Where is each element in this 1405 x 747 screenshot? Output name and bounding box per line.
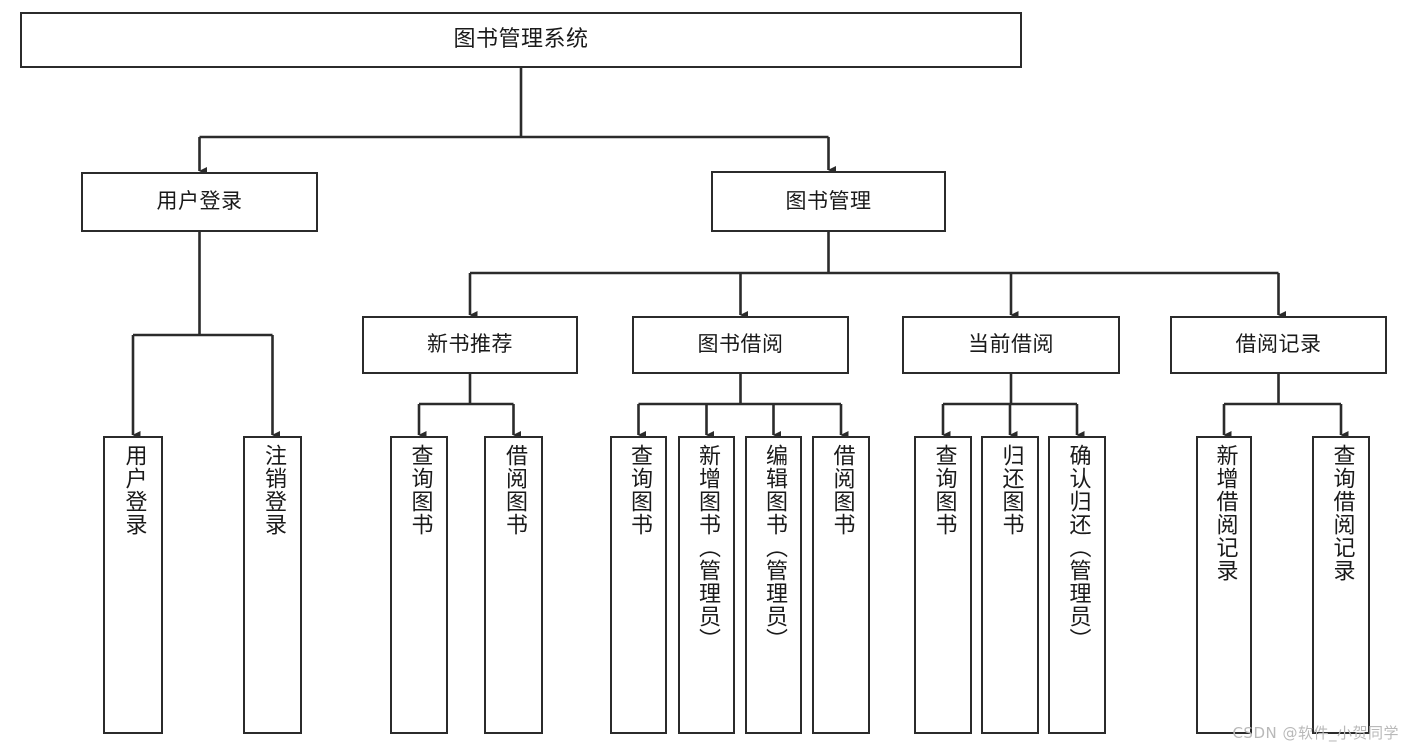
node-label: 编辑图书（管理员）: [761, 444, 787, 651]
leaf-borrow-add-book-admin[interactable]: 新增图书（管理员）: [678, 436, 735, 734]
leaf-borrow-query-book[interactable]: 查询图书: [610, 436, 667, 734]
node-label: 借阅图书: [829, 444, 855, 536]
node-label: 注销登录: [260, 444, 286, 536]
node-label: 用户登录: [121, 444, 147, 536]
node-label: 借阅记录: [1235, 332, 1322, 357]
node-label: 查询图书: [931, 444, 957, 536]
node-label: 图书管理系统: [453, 26, 589, 52]
node-label: 确认归还（管理员）: [1065, 444, 1091, 651]
node-current-borrowing[interactable]: 当前借阅: [902, 316, 1120, 374]
node-label: 查询图书: [626, 444, 652, 536]
leaf-user-login[interactable]: 用户登录: [103, 436, 163, 734]
node-root-system[interactable]: 图书管理系统: [20, 12, 1022, 68]
leaf-logout[interactable]: 注销登录: [243, 436, 302, 734]
watermark: CSDN @软件_小贺同学: [1232, 724, 1399, 742]
node-book-borrowing[interactable]: 图书借阅: [632, 316, 849, 374]
node-label: 图书管理: [785, 188, 872, 213]
node-borrow-records[interactable]: 借阅记录: [1170, 316, 1387, 374]
node-label: 归还图书: [998, 444, 1024, 536]
node-new-book-recommend[interactable]: 新书推荐: [362, 316, 578, 374]
leaf-current-confirm-return-admin[interactable]: 确认归还（管理员）: [1048, 436, 1106, 734]
node-label: 新增图书（管理员）: [694, 444, 720, 651]
leaf-borrow-borrow-book[interactable]: 借阅图书: [812, 436, 870, 734]
node-label: 查询图书: [407, 444, 433, 536]
node-label: 当前借阅: [968, 332, 1054, 357]
node-label: 新增借阅记录: [1212, 444, 1238, 582]
leaf-records-add-record[interactable]: 新增借阅记录: [1196, 436, 1252, 734]
node-label: 查询借阅记录: [1329, 444, 1355, 582]
node-label: 借阅图书: [501, 444, 527, 536]
leaf-records-query-record[interactable]: 查询借阅记录: [1312, 436, 1370, 734]
leaf-newbook-query-book[interactable]: 查询图书: [390, 436, 448, 734]
node-book-management[interactable]: 图书管理: [711, 171, 946, 232]
node-label: 用户登录: [156, 189, 243, 214]
leaf-current-query-book[interactable]: 查询图书: [914, 436, 972, 734]
leaf-newbook-borrow-book[interactable]: 借阅图书: [484, 436, 543, 734]
node-label: 新书推荐: [427, 332, 513, 357]
node-label: 图书借阅: [697, 332, 784, 357]
leaf-borrow-edit-book-admin[interactable]: 编辑图书（管理员）: [745, 436, 802, 734]
node-user-login[interactable]: 用户登录: [81, 172, 318, 232]
leaf-current-return-book[interactable]: 归还图书: [981, 436, 1039, 734]
